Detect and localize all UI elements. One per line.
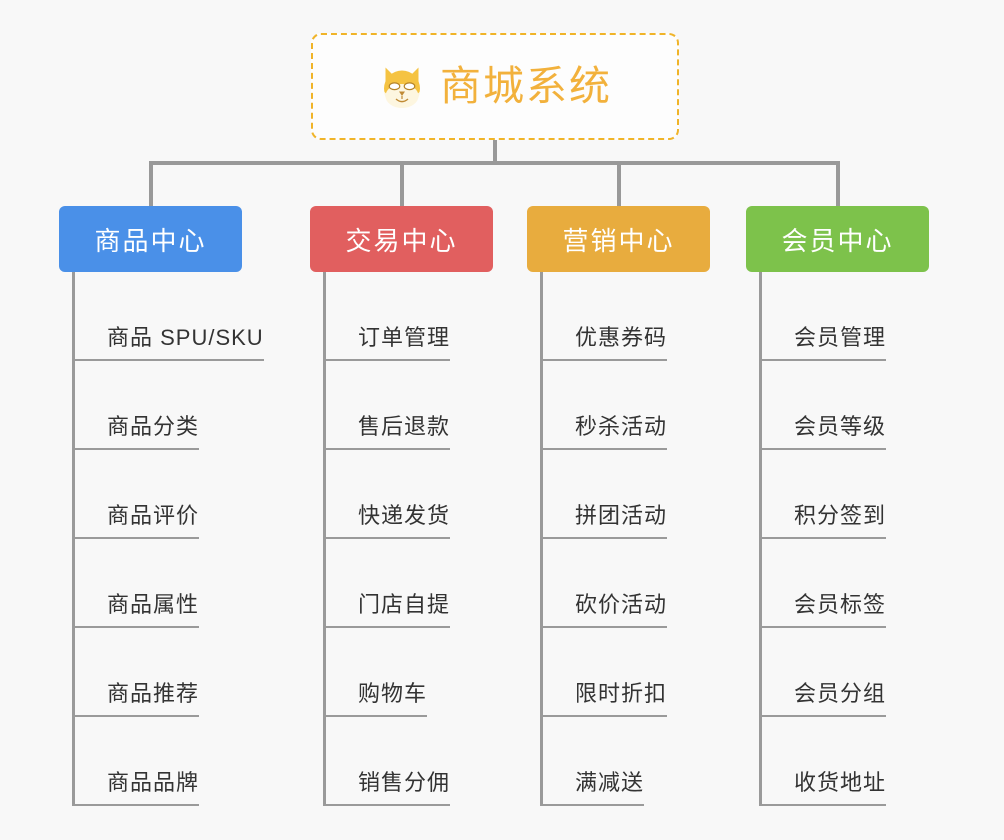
list-item-label: 购物车 [323,676,428,717]
list-item-label: 会员等级 [759,409,887,450]
list-item-label: 优惠券码 [540,320,668,361]
list-item-label: 商品 SPU/SKU [72,320,264,361]
list-item-label: 满减送 [540,765,645,806]
list-item[interactable]: 门店自提 [310,539,493,628]
list-item[interactable]: 积分签到 [746,450,929,539]
category-header-4[interactable]: 会员中心 [746,206,929,272]
list-item[interactable]: 收货地址 [746,717,929,806]
list-item-label: 商品属性 [72,587,200,628]
list-item[interactable]: 秒杀活动 [527,361,710,450]
list-item[interactable]: 会员等级 [746,361,929,450]
list-item-label: 商品品牌 [72,765,200,806]
list-item-label: 销售分佣 [323,765,451,806]
column-stem [616,161,621,206]
category-label: 营销中心 [562,225,675,256]
root-node[interactable]: 商城系统 [311,33,679,140]
item-list: 订单管理售后退款快递发货门店自提购物车销售分佣 [310,272,493,806]
category-label: 会员中心 [781,225,894,256]
list-item[interactable]: 快递发货 [310,450,493,539]
list-item-label: 拼团活动 [540,498,668,539]
category-header-3[interactable]: 营销中心 [527,206,710,272]
list-item[interactable]: 会员标签 [746,539,929,628]
list-item-label: 商品推荐 [72,676,200,717]
list-item[interactable]: 商品属性 [59,539,242,628]
list-item-label: 收货地址 [759,765,887,806]
item-list: 商品 SPU/SKU 商品分类商品评价商品属性商品推荐商品品牌 [59,272,264,806]
list-item-label: 积分签到 [759,498,887,539]
list-item[interactable]: 购物车 [310,628,493,717]
list-item[interactable]: 商品分类 [59,361,242,450]
list-item[interactable]: 商品推荐 [59,628,242,717]
list-item[interactable]: 限时折扣 [527,628,710,717]
list-item-label: 限时折扣 [540,676,668,717]
list-item-label: 订单管理 [323,320,451,361]
list-item[interactable]: 售后退款 [310,361,493,450]
list-item-label: 售后退款 [323,409,451,450]
category-label: 商品中心 [94,225,207,256]
column-spine [323,272,326,806]
root-stem [493,140,497,162]
column-stem [399,161,404,206]
list-item-label: 商品分类 [72,409,200,450]
shiba-dog-icon [378,63,426,111]
category-column-4: 会员中心会员管理会员等级积分签到会员标签会员分组收货地址 [746,206,929,806]
list-item-label: 秒杀活动 [540,409,668,450]
column-stem [835,161,840,206]
list-item[interactable]: 优惠券码 [527,272,710,361]
list-item-label: 会员标签 [759,587,887,628]
category-column-1: 商品中心商品 SPU/SKU 商品分类商品评价商品属性商品推荐商品品牌 [59,206,264,806]
column-spine [72,272,75,806]
list-item[interactable]: 拼团活动 [527,450,710,539]
column-spine [540,272,543,806]
list-item-label: 商品评价 [72,498,200,539]
list-item-label: 砍价活动 [540,587,668,628]
item-list: 优惠券码秒杀活动拼团活动砍价活动限时折扣满减送 [527,272,710,806]
category-label: 交易中心 [345,225,458,256]
column-stem [148,161,153,206]
list-item-label: 门店自提 [323,587,451,628]
category-header-2[interactable]: 交易中心 [310,206,493,272]
category-column-3: 营销中心优惠券码秒杀活动拼团活动砍价活动限时折扣满减送 [527,206,710,806]
category-column-2: 交易中心订单管理售后退款快递发货门店自提购物车销售分佣 [310,206,493,806]
item-list: 会员管理会员等级积分签到会员标签会员分组收货地址 [746,272,929,806]
list-item[interactable]: 订单管理 [310,272,493,361]
list-item[interactable]: 销售分佣 [310,717,493,806]
list-item[interactable]: 砍价活动 [527,539,710,628]
list-item[interactable]: 会员分组 [746,628,929,717]
list-item-label: 会员分组 [759,676,887,717]
column-spine [759,272,762,806]
horizontal-connector [150,161,839,165]
list-item[interactable]: 会员管理 [746,272,929,361]
category-header-1[interactable]: 商品中心 [59,206,242,272]
list-item[interactable]: 满减送 [527,717,710,806]
list-item-label: 快递发货 [323,498,451,539]
list-item-label: 会员管理 [759,320,887,361]
list-item[interactable]: 商品 SPU/SKU [59,272,264,361]
list-item[interactable]: 商品品牌 [59,717,242,806]
list-item[interactable]: 商品评价 [59,450,242,539]
root-title: 商城系统 [440,63,612,109]
